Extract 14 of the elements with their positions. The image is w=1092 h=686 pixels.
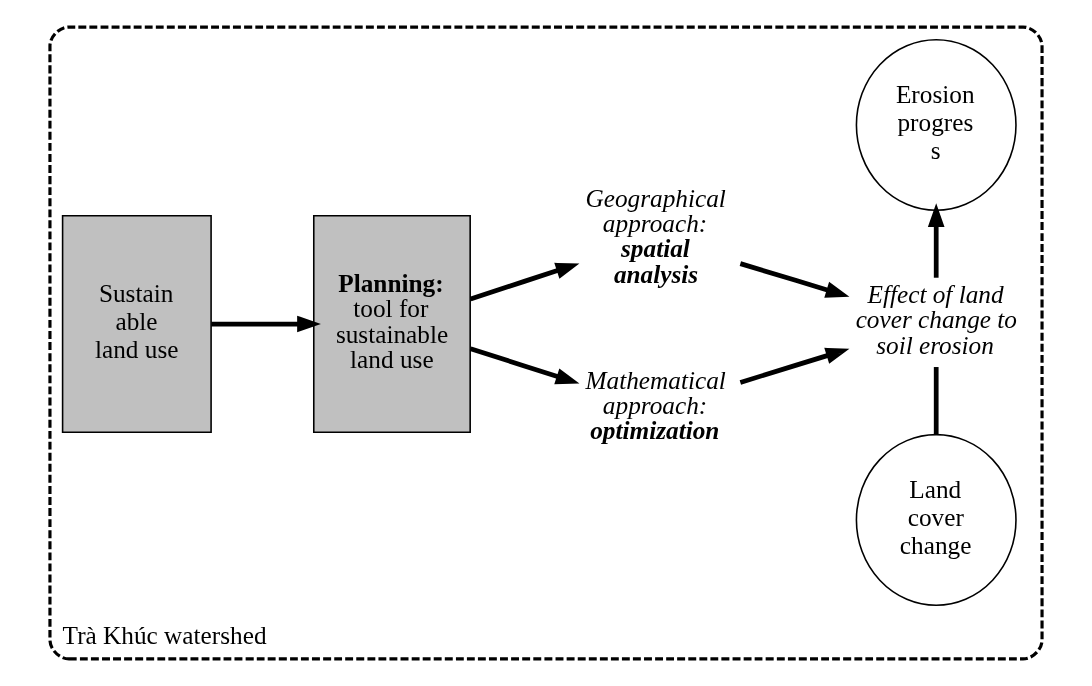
node-box: Planning: tool for sustainable land use	[313, 215, 471, 434]
node-text: Geographical approach: spatial analysis	[585, 183, 726, 288]
node-box: Sustain able land use	[61, 215, 212, 434]
node-text: Effect of land cover change to soil erosion	[855, 280, 1017, 359]
node-circle: Erosion progres s	[855, 38, 1017, 212]
node-text: Mathematical approach: optimization	[585, 365, 726, 445]
connector	[933, 367, 939, 435]
arrow	[739, 261, 850, 298]
arrow	[927, 203, 945, 278]
arrow	[469, 262, 580, 302]
arrow	[211, 315, 321, 333]
arrow	[469, 346, 580, 385]
node-circle: Land cover change	[855, 433, 1017, 607]
arrow	[739, 347, 850, 385]
